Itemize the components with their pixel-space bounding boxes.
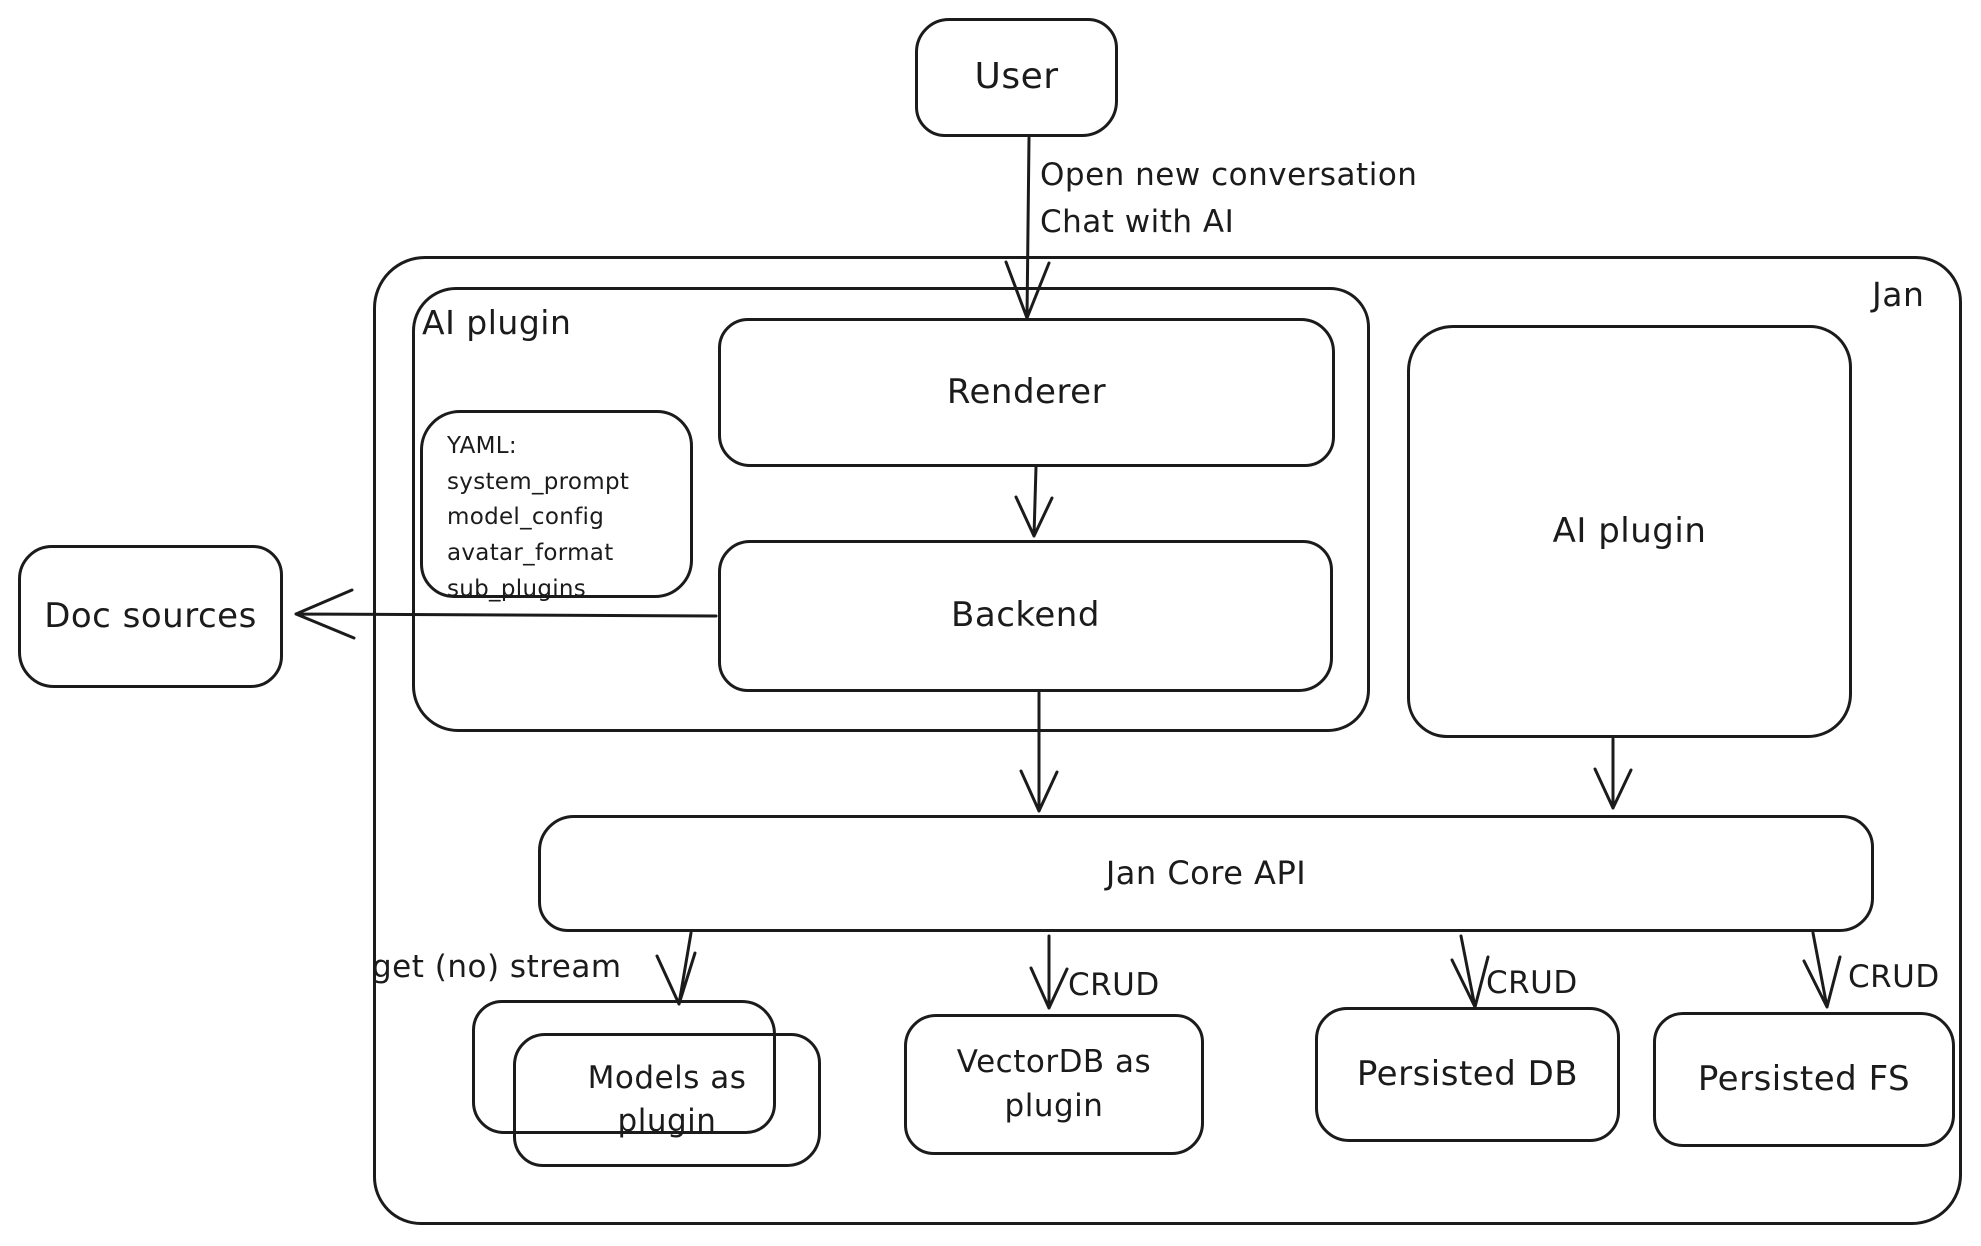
backend-node: Backend — [718, 540, 1333, 692]
jan-container-label: Jan — [1872, 275, 1925, 314]
models-plugin-node-label: Models as plugin — [587, 1059, 747, 1139]
user-node: User — [915, 18, 1118, 137]
backend-node-label: Backend — [951, 595, 1100, 636]
user-flow-edge-label: Open new conversation Chat with AI — [1040, 157, 1418, 240]
models-plugin-node: Models as plugin — [513, 1033, 821, 1167]
doc-sources-node-label: Doc sources — [44, 595, 257, 636]
ai-plugin-group-box — [412, 287, 1370, 732]
persisted-fs-node-label: Persisted FS — [1697, 1058, 1911, 1099]
vectordb-plugin-node-label: VectorDB as plugin — [956, 1044, 1152, 1124]
doc-sources-node: Doc sources — [18, 545, 283, 688]
ai-plugin-group-label: AI plugin — [422, 303, 572, 342]
yaml-config-note: YAML: system_prompt model_config avatar_… — [420, 410, 693, 602]
crud-persisted-db-edge-label: CRUD — [1486, 965, 1578, 1001]
persisted-db-node-label: Persisted DB — [1356, 1053, 1579, 1094]
crud-persisted-fs-edge-label: CRUD — [1848, 959, 1940, 995]
jan-core-api-node: Jan Core API — [538, 815, 1874, 932]
ai-plugin-node: AI plugin — [1407, 325, 1852, 738]
yaml-config-note-text: YAML: system_prompt model_config avatar_… — [447, 433, 630, 602]
ai-plugin-node-label: AI plugin — [1552, 510, 1707, 551]
crud-vectordb-edge-label: CRUD — [1068, 967, 1160, 1003]
vectordb-plugin-node: VectorDB as plugin — [904, 1014, 1204, 1155]
user-node-label: User — [974, 56, 1059, 98]
persisted-db-node: Persisted DB — [1315, 1007, 1620, 1142]
get-no-stream-edge-label: get (no) stream — [372, 949, 622, 985]
renderer-node: Renderer — [718, 318, 1335, 467]
models-plugin-back-box — [472, 1000, 776, 1134]
renderer-node-label: Renderer — [946, 371, 1107, 412]
persisted-fs-node: Persisted FS — [1653, 1012, 1955, 1147]
jan-core-api-node-label: Jan Core API — [1105, 854, 1307, 893]
jan-container-box — [373, 256, 1962, 1225]
